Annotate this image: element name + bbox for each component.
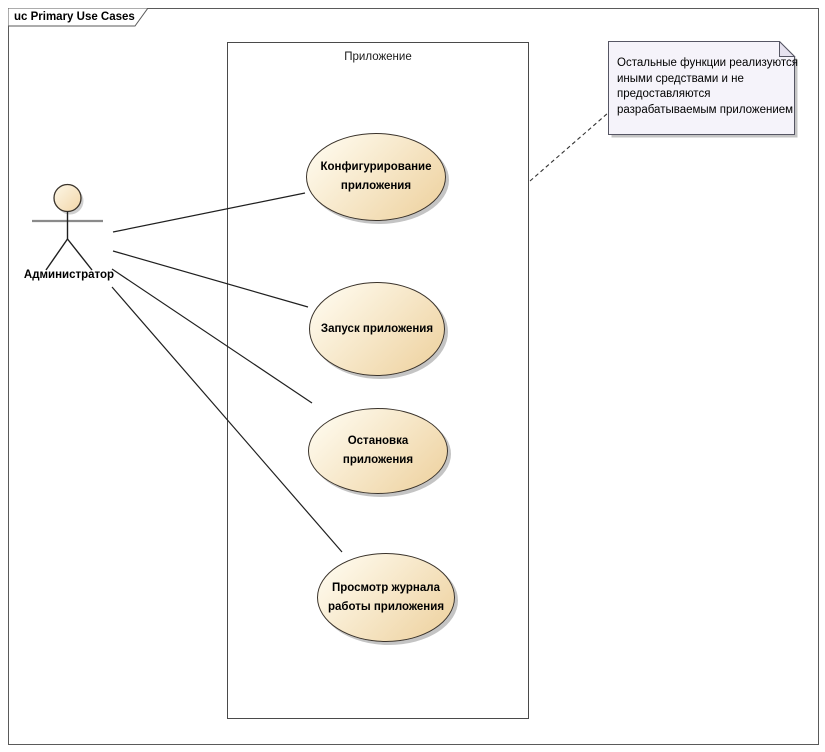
usecase-start-application[interactable]: Запуск приложения xyxy=(309,282,445,376)
association-admin-start[interactable] xyxy=(112,250,309,308)
note-text: Остальные функции реализуются иными сред… xyxy=(617,56,798,118)
usecase-stop-application[interactable]: Остановка приложения xyxy=(308,408,448,494)
usecase-label-line: приложения xyxy=(340,180,412,192)
usecase-view-log[interactable]: Просмотр журнала работы приложения xyxy=(317,553,455,642)
note-fold-corner-icon xyxy=(779,41,796,57)
usecase-label-line: работы приложения xyxy=(327,600,445,613)
usecase-label-line: Запуск приложения xyxy=(320,322,434,335)
note-text-line: иными средствами и не xyxy=(617,72,744,85)
actor-administrator-icon[interactable] xyxy=(32,183,103,271)
association-admin-log[interactable] xyxy=(111,286,343,553)
note-text-line: предоставляются xyxy=(617,88,711,100)
note[interactable]: Остальные функции реализуются иными сред… xyxy=(608,41,799,139)
frame-tab-shape xyxy=(8,8,149,27)
actor-left-leg xyxy=(45,238,69,271)
usecase-label-line: Остановка xyxy=(347,435,409,447)
usecase-label-line: приложения xyxy=(342,454,414,466)
actor-administrator-label: Администратор xyxy=(23,269,115,281)
frame-title-tab: uc Primary Use Cases xyxy=(8,8,158,27)
actor-head xyxy=(53,183,82,213)
note-text-line: разрабатываемым приложением xyxy=(617,103,794,116)
usecase-label-line: Конфигурирование xyxy=(320,161,432,173)
note-text-line: Остальные функции реализуются xyxy=(617,57,798,69)
actor-right-leg xyxy=(66,238,93,271)
association-admin-stop[interactable] xyxy=(111,268,313,404)
note-shape xyxy=(608,41,798,138)
diagram-frame xyxy=(8,8,819,745)
association-admin-configure[interactable] xyxy=(112,192,306,233)
note-link-line[interactable] xyxy=(529,112,609,182)
usecase-label-line: Просмотр журнала xyxy=(332,581,440,594)
usecase-configure-application[interactable]: Конфигурирование приложения xyxy=(306,133,446,221)
frame-title: uc Primary Use Cases xyxy=(14,11,135,23)
system-boundary-label: Приложение xyxy=(344,51,412,63)
